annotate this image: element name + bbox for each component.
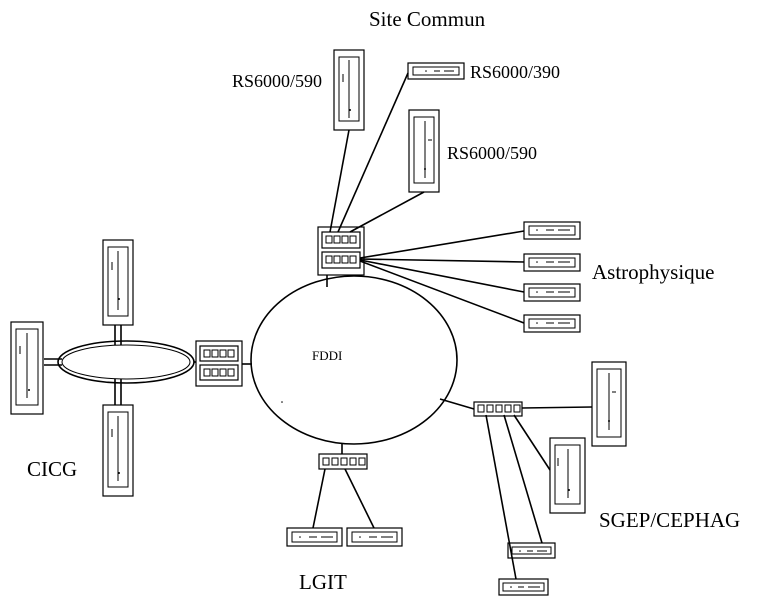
fddi-label: FDDI [312, 348, 342, 363]
astro-terminal-4 [523, 314, 581, 333]
fddi-ring [250, 275, 458, 445]
site-commun-hub [317, 226, 365, 276]
ring-dot [281, 401, 283, 403]
lgit-label: LGIT [299, 570, 347, 594]
rs6000-590-left-tower [333, 49, 365, 131]
rs6000-590-right-tower [408, 109, 440, 193]
rs6000-590-left-label: RS6000/590 [232, 71, 322, 91]
astro-terminal-2 [523, 253, 581, 272]
site-commun-label: Site Commun [369, 7, 486, 31]
cicg-label: CICG [27, 457, 77, 481]
cicg-tower-left [10, 321, 44, 415]
cicg-ring-inner [61, 344, 191, 380]
cicg-tower-bottom [102, 404, 134, 497]
lgit-hub [318, 453, 368, 470]
sgep-terminal-2 [498, 578, 549, 596]
astrophysique-label: Astrophysique [592, 260, 715, 284]
cicg-tower-top [102, 239, 134, 326]
sgep-terminal-1 [507, 542, 556, 559]
lgit-terminal-2 [346, 527, 403, 547]
rs6000-590-right-label: RS6000/590 [447, 143, 537, 163]
rs6000-390-label: RS6000/390 [470, 62, 560, 82]
sgep-tower-1 [591, 361, 627, 447]
astro-terminal-1 [523, 221, 581, 240]
sgep-hub [473, 401, 523, 417]
cicg-ring-outer [57, 340, 195, 384]
astro-terminal-3 [523, 283, 581, 302]
cicg-hub [195, 340, 243, 387]
sgep-cephag-label: SGEP/CEPHAG [599, 508, 740, 532]
lgit-terminal-1 [286, 527, 343, 547]
sgep-tower-2 [549, 437, 586, 514]
rs6000-390-box [407, 62, 465, 80]
